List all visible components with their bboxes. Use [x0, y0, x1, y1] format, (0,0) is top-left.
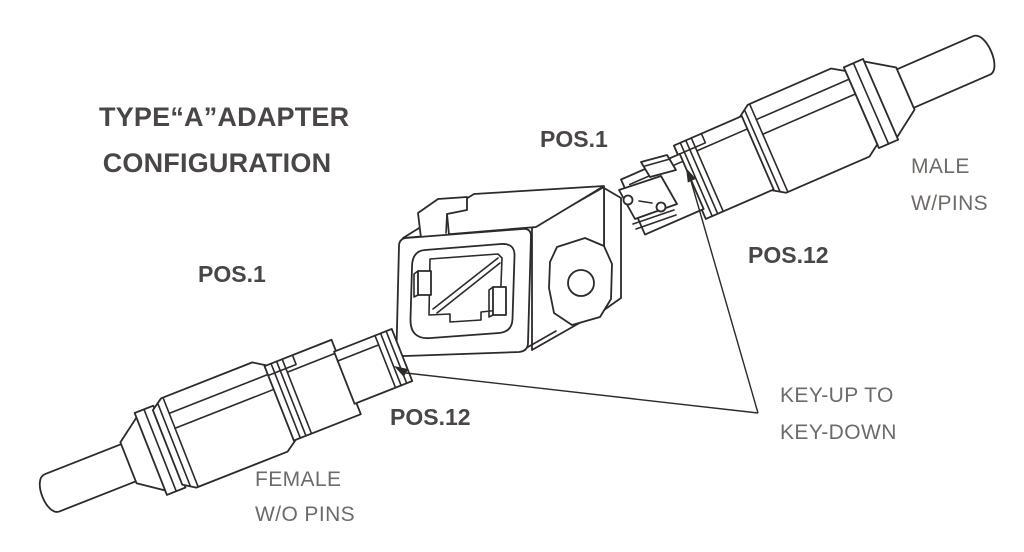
- adapter-ear-tab: [417, 196, 468, 239]
- adapter-latch-right: [492, 286, 507, 316]
- male-pos1-label: POS.1: [540, 126, 608, 152]
- female-cable: [39, 442, 138, 513]
- key-orientation-note: KEY-UP TO KEY-DOWN: [780, 377, 897, 451]
- female-type-label: FEMALE W/O PINS: [255, 462, 355, 532]
- female-connector-drawing: [39, 328, 414, 513]
- male-cable: [895, 34, 996, 110]
- diagram-title-line2: CONFIGURATION: [102, 148, 332, 178]
- female-pos12-label: POS.12: [390, 404, 471, 430]
- male-type-line1: MALE: [911, 155, 970, 178]
- male-type-label: MALE W/PINS: [911, 148, 988, 222]
- female-type-line1: FEMALE: [255, 468, 342, 491]
- leader-line-female-key: [405, 372, 759, 414]
- male-guide-pin: [622, 194, 634, 206]
- adapter-latch-left: [417, 270, 432, 296]
- male-type-line2: W/PINS: [911, 192, 989, 215]
- leader-line-male-key: [690, 180, 759, 414]
- adapter-mounting-hole: [567, 269, 595, 297]
- adapter-drawing: [395, 185, 622, 357]
- female-sleeve: [263, 338, 362, 442]
- diagram-title-line1: TYPE“A”ADAPTER: [99, 102, 350, 132]
- key-note-line1: KEY-UP TO: [780, 384, 894, 407]
- male-pos12-label: POS.12: [748, 242, 829, 268]
- diagram-title: TYPE“A”ADAPTER CONFIGURATION: [99, 94, 350, 186]
- male-ferrule-face: [618, 154, 678, 230]
- female-pos1-label: POS.1: [198, 261, 266, 287]
- female-type-line2: W/O PINS: [255, 503, 356, 526]
- arrowhead-female-key: [394, 366, 409, 377]
- key-note-line2: KEY-DOWN: [780, 421, 897, 444]
- arrowhead-male-key: [686, 168, 696, 183]
- male-guide-pin: [655, 201, 667, 213]
- adapter-socket-inner: [428, 253, 503, 323]
- key-leader-arrows: [394, 168, 759, 414]
